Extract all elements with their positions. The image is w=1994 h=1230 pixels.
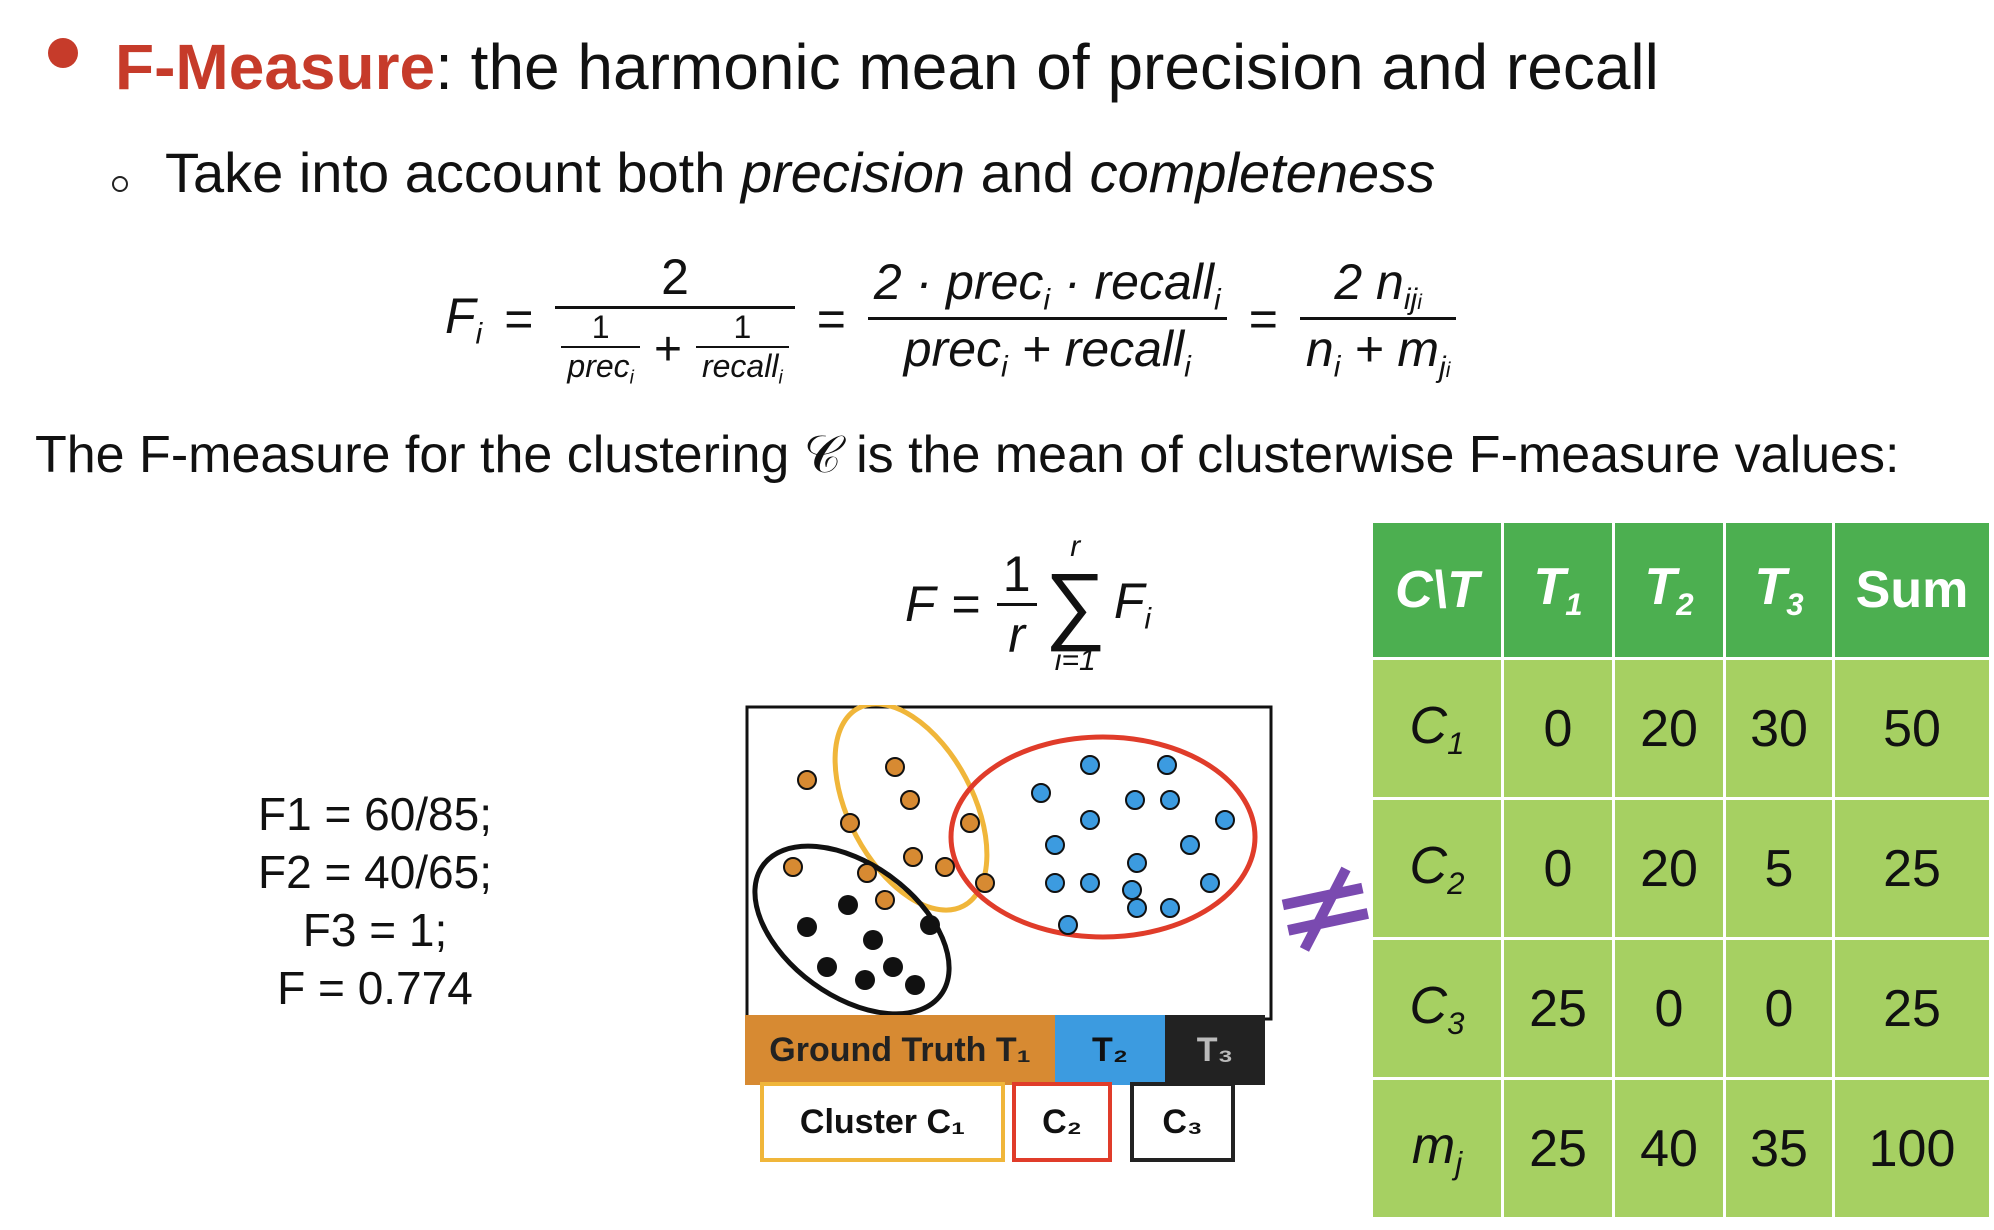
table-cell: 25: [1501, 1077, 1615, 1220]
points-t2: [1031, 755, 1235, 935]
table-cell: 25: [1832, 797, 1992, 940]
heading-rest: : the harmonic mean of precision and rec…: [435, 31, 1659, 103]
f-values-list: F1 = 60/85; F2 = 40/65; F3 = 1; F = 0.77…: [240, 785, 510, 1017]
legend-ground-truth-t1: Ground Truth T₁: [745, 1015, 1055, 1085]
sub-bullet-prefix: Take into account both: [165, 141, 741, 204]
sub-bullet-text: Take into account both precision and com…: [165, 140, 1435, 205]
table-cell: 0: [1501, 797, 1615, 940]
bullet-dot: [48, 38, 78, 68]
legend-t3: T₃: [1165, 1015, 1265, 1085]
table-row: C2 0 20 5 25: [1370, 797, 1992, 940]
legend-t2: T₂: [1055, 1015, 1165, 1085]
header-t2: T2: [1612, 520, 1726, 660]
sub-bullet-circle: [112, 176, 128, 192]
table-cell: 5: [1723, 797, 1835, 940]
legend-c2: C₂: [1012, 1082, 1112, 1162]
table-cell: 40: [1612, 1077, 1726, 1220]
f-value-1: F1 = 60/85;: [258, 788, 492, 840]
contingency-table: C\T T1 T2 T3 Sum C1 0 20 30 50 C2 0 20 5…: [1370, 520, 1992, 1220]
fraction-counts: 2 niji ni + mji: [1299, 253, 1457, 385]
table-row: C1 0 20 30 50: [1370, 657, 1992, 800]
header-t3: T3: [1723, 520, 1835, 660]
table-cell: 25: [1832, 937, 1992, 1080]
equals-sign: =: [504, 290, 534, 347]
equals-sign: =: [816, 290, 846, 347]
header-sum: Sum: [1832, 520, 1992, 660]
cluster-c3-ellipse: [752, 843, 952, 1017]
table-row: mj 25 40 35 100: [1370, 1077, 1992, 1220]
cluster-c2-ellipse: [948, 734, 1258, 940]
sub-bullet-mid: and: [965, 141, 1090, 204]
equals-sign: =: [1248, 290, 1278, 347]
table-cell: 0: [1501, 657, 1615, 800]
table-cell: 100: [1832, 1077, 1992, 1220]
header-t1: T1: [1501, 520, 1615, 660]
table-cell: 0: [1723, 937, 1835, 1080]
table-cell: 25: [1501, 937, 1615, 1080]
f-value-total: F = 0.774: [277, 962, 473, 1014]
row-label: C1: [1370, 657, 1504, 800]
points-t1: [783, 757, 995, 910]
table-cell: 20: [1612, 657, 1726, 800]
table-header-row: C\T T1 T2 T3 Sum: [1370, 520, 1992, 660]
cluster-c1-ellipse: [832, 705, 990, 913]
heading-fmeasure: F-Measure: the harmonic mean of precisio…: [115, 30, 1659, 104]
legend-cluster-c1: Cluster C₁: [760, 1082, 1005, 1162]
f-value-3: F3 = 1;: [302, 904, 448, 956]
table-cell: 35: [1723, 1077, 1835, 1220]
row-label: C3: [1370, 937, 1504, 1080]
header-c-t: C\T: [1370, 520, 1504, 660]
formula-lhs: Fi: [445, 287, 483, 351]
cluster-diagram: [745, 705, 1273, 1021]
equals-sign: =: [951, 576, 981, 632]
formula2-lhs: F: [905, 576, 936, 632]
table-cell: 50: [1832, 657, 1992, 800]
summation: r ∑ i=1: [1044, 530, 1106, 677]
f-value-2: F2 = 40/65;: [258, 846, 492, 898]
table-cell: 30: [1723, 657, 1835, 800]
row-label: mj: [1370, 1077, 1504, 1220]
legend-c3: C₃: [1130, 1082, 1235, 1162]
table-cell: 20: [1612, 797, 1726, 940]
mean-fmeasure-text: The F-measure for the clustering 𝒞 is th…: [35, 426, 1900, 484]
row-label: C2: [1370, 797, 1504, 940]
table-row: C3 25 0 0 25: [1370, 937, 1992, 1080]
points-t3: [797, 895, 940, 995]
word-completeness: completeness: [1089, 141, 1436, 204]
table-cell: 0: [1612, 937, 1726, 1080]
term-fmeasure: F-Measure: [115, 31, 436, 103]
fraction-prec-recall: 2 · preci · recalli preci + recalli: [867, 253, 1227, 385]
formula2-term: Fi: [1113, 572, 1152, 636]
word-precision: precision: [740, 141, 966, 204]
